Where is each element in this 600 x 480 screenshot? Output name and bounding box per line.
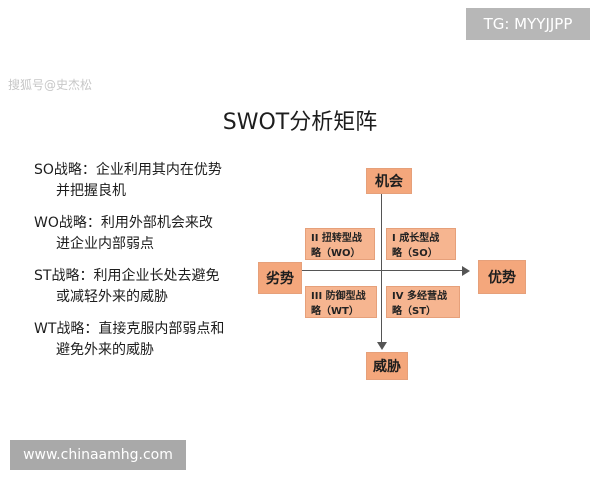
strategy-so: SO战略：企业利用其内在优势 并把握良机 (34, 160, 266, 202)
quadrant-so: I 成长型战 略（SO） (386, 228, 456, 260)
strategy-wo-line1: WO战略：利用外部机会来改 (34, 215, 213, 231)
quadrant-wt: III 防御型战 略（WT） (305, 286, 377, 318)
right-arrow-icon (462, 266, 470, 276)
quadrant-st-line1: IV 多经营战 (392, 291, 447, 302)
strategy-wt: WT战略：直接克服内部弱点和 避免外来的威胁 (34, 319, 266, 361)
vertical-axis (381, 192, 382, 344)
down-arrow-icon (377, 342, 387, 350)
watermark-tag: TG: MYYJJPP (466, 8, 590, 40)
quadrant-wo: II 扭转型战 略（WO） (305, 228, 375, 260)
strategy-wt-line2: 避免外来的威胁 (56, 342, 154, 358)
strategy-so-line2: 并把握良机 (56, 183, 126, 199)
strategy-st-line2: 或减轻外来的威胁 (56, 289, 168, 305)
strategy-wo-line2: 进企业内部弱点 (56, 236, 154, 252)
threat-box: 威胁 (366, 352, 408, 380)
strategy-list: SO战略：企业利用其内在优势 并把握良机 WO战略：利用外部机会来改 进企业内部… (34, 160, 266, 372)
quadrant-wt-line2: 略（WT） (311, 306, 359, 317)
horizontal-axis (300, 270, 464, 271)
strategy-wo: WO战略：利用外部机会来改 进企业内部弱点 (34, 213, 266, 255)
strength-box: 优势 (478, 260, 526, 294)
quadrant-so-line2: 略（SO） (392, 248, 438, 259)
opportunity-box: 机会 (366, 168, 412, 194)
quadrant-wo-line2: 略（WO） (311, 248, 361, 259)
strategy-st: ST战略：利用企业长处去避免 或减轻外来的威胁 (34, 266, 266, 308)
strategy-st-line1: ST战略：利用企业长处去避免 (34, 268, 220, 284)
quadrant-wt-line1: III 防御型战 (311, 291, 366, 302)
page-title: SWOT分析矩阵 (222, 110, 378, 135)
website-watermark: www.chinaamhg.com (10, 440, 186, 470)
quadrant-st: IV 多经营战 略（ST） (386, 286, 460, 318)
strategy-wt-line1: WT战略：直接克服内部弱点和 (34, 321, 225, 337)
weakness-box: 劣势 (258, 262, 302, 294)
quadrant-st-line2: 略（ST） (392, 306, 437, 317)
source-watermark: 搜狐号@史杰松 (8, 78, 93, 92)
quadrant-so-line1: I 成长型战 (392, 233, 440, 244)
strategy-so-line1: SO战略：企业利用其内在优势 (34, 162, 222, 178)
quadrant-wo-line1: II 扭转型战 (311, 233, 362, 244)
